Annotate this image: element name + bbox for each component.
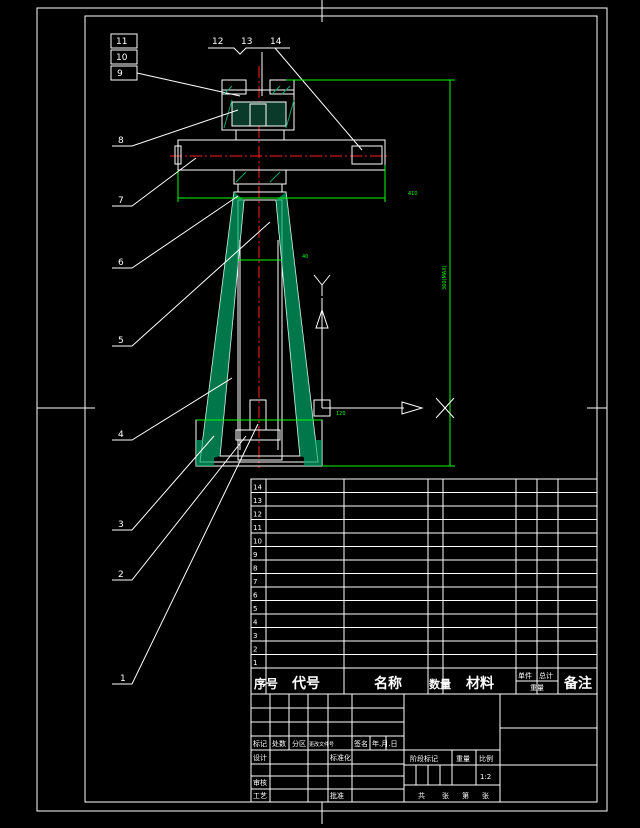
tb-sheet-no: 第 — [462, 791, 469, 800]
label-1: 1 — [120, 674, 126, 684]
tb-sheet-unit1: 张 — [442, 791, 449, 800]
label-13: 13 — [241, 37, 252, 47]
outer-border — [36, 7, 608, 812]
label-8: 8 — [118, 136, 124, 146]
label-5: 5 — [118, 336, 124, 346]
tb-design: 设计 — [253, 753, 267, 762]
label-11: 11 — [116, 37, 127, 47]
table-row-number: 14 — [253, 484, 262, 492]
table-row-number: 12 — [253, 511, 262, 519]
label-14: 14 — [270, 37, 282, 47]
tb-process: 工艺 — [253, 792, 267, 800]
label-2: 2 — [118, 570, 124, 580]
table-row-number: 13 — [253, 497, 262, 505]
dim-inner: 40 — [302, 254, 308, 260]
label-9: 9 — [117, 69, 123, 79]
tb-approve: 批准 — [330, 791, 344, 800]
axis-symbols — [313, 274, 455, 419]
dimension-lines — [177, 79, 455, 467]
head-hatching — [223, 85, 295, 183]
table-row-number: 9 — [253, 551, 257, 559]
centering-marks — [37, 0, 607, 824]
header-code: 代号 — [291, 675, 320, 692]
label-3: 3 — [118, 520, 124, 530]
label-6: 6 — [118, 258, 124, 268]
header-unit-weight: 单件 — [518, 671, 532, 680]
header-weight: 重量 — [530, 684, 544, 692]
tb-weight: 重量 — [456, 755, 470, 763]
table-row-number: 3 — [253, 632, 257, 640]
table-row-number: 7 — [253, 578, 257, 586]
side-callout-leaders — [112, 109, 271, 685]
rev-doc: 更改文件号 — [309, 741, 334, 748]
table-row-number: 6 — [253, 592, 258, 600]
table-row-number: 1 — [253, 659, 257, 667]
header-total-weight: 总计 — [539, 671, 553, 680]
tb-ratio: 比例 — [479, 754, 493, 763]
label-10: 10 — [116, 53, 128, 63]
rev-count: 处数 — [272, 739, 286, 748]
tb-sheet-total: 共 — [418, 791, 425, 800]
rev-sign: 签名 — [354, 739, 368, 748]
column-inner-lines — [239, 240, 279, 450]
stack-label-boxes — [110, 33, 138, 81]
label-12: 12 — [212, 37, 223, 47]
tb-review: 审核 — [253, 778, 267, 787]
table-row-number: 5 — [253, 605, 257, 613]
label-7: 7 — [118, 196, 124, 206]
tb-standard: 标准化 — [330, 753, 351, 762]
column-hatching — [196, 192, 322, 466]
header-name: 名称 — [374, 675, 402, 692]
label-4: 4 — [118, 430, 124, 440]
header-seq: 序号 — [254, 676, 278, 691]
inner-frame — [84, 15, 598, 803]
table-row-number: 2 — [253, 646, 257, 654]
table-row-number: 8 — [253, 565, 257, 573]
tb-stage: 阶段标记 — [410, 754, 438, 763]
head-assembly — [174, 79, 386, 193]
table-row-number: 10 — [253, 538, 262, 546]
dim-base: 120 — [336, 411, 346, 417]
header-qty: 数量 — [429, 677, 451, 691]
rev-date: 年.月.日 — [372, 739, 397, 748]
parts-list-rows: 14 13 12 11 10 9 8 7 6 5 4 3 2 1 — [251, 484, 597, 669]
table-row-number: 11 — [253, 524, 262, 532]
tb-sheet-unit2: 张 — [482, 791, 489, 800]
dim-height: 360(MAX) — [442, 265, 448, 290]
tb-scale: 1:2 — [480, 773, 491, 781]
top-callout-leaders — [136, 47, 363, 151]
table-row-number: 4 — [253, 619, 258, 627]
rev-zone: 分区 — [292, 739, 306, 748]
title-block — [250, 693, 598, 803]
dim-width: 410 — [408, 191, 418, 197]
header-material: 材料 — [466, 675, 494, 692]
rev-mark: 标记 — [253, 739, 267, 748]
header-remarks: 备注 — [563, 675, 592, 692]
